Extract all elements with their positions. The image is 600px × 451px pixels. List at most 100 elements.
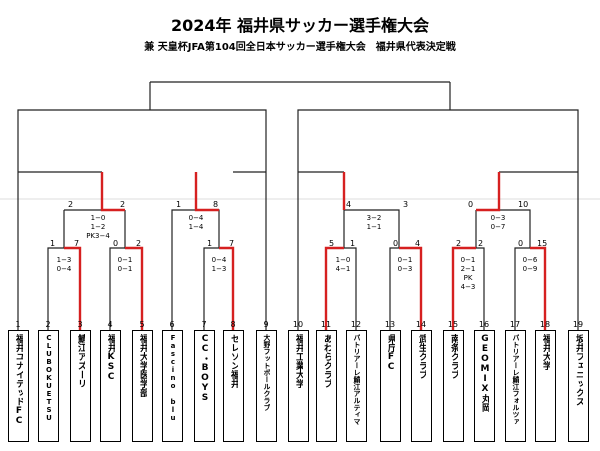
winner-team-8 [219, 246, 235, 330]
q4-detail-2: 0−7 [491, 223, 506, 231]
team-number-7: 7 [201, 320, 206, 329]
team-name-3: 鯖江アズーリ [76, 334, 85, 388]
team-number-11: 11 [321, 320, 331, 329]
team-name-12: パトリアーレ鯖江アルティマ [353, 334, 360, 425]
q2-detail-1: 0−4 [189, 214, 204, 222]
m2-3-detail-1: 1−3 [57, 256, 72, 264]
team-numbers: 1 2 3 4 5 6 7 8 9 10 11 12 13 14 15 16 1… [15, 320, 583, 329]
team-number-6: 6 [169, 320, 174, 329]
m13-14-right-score: 4 [415, 239, 420, 248]
m17-18-left-score: 0 [518, 239, 523, 248]
m7-8-detail-2: 1−3 [212, 265, 227, 273]
m13-14-left-score: 0 [393, 239, 398, 248]
team-number-8: 8 [230, 320, 235, 329]
q1-detail-3: PK3−4 [86, 232, 110, 240]
team-box-1: 福井ユナイテッドFC [8, 330, 29, 442]
page-title: 2024年 福井県サッカー選手権大会 [170, 16, 430, 35]
team-name-16: GEOMIX丸岡 [480, 334, 489, 412]
team-name-19: 坂井フェニックス [574, 334, 583, 406]
team-number-18: 18 [540, 320, 550, 329]
team-number-15: 15 [448, 320, 458, 329]
team-box-17: パトリアーレ鯖江フォルツァ [505, 330, 526, 442]
team-number-1: 1 [15, 320, 20, 329]
team-box-2: CLUBOKUETSU [38, 330, 59, 442]
winner-team-5 [125, 246, 144, 330]
team-number-5: 5 [139, 320, 144, 329]
q2-right-score: 8 [213, 200, 218, 209]
score-labels: 2 2 1−0 1−2 PK3−4 1 8 0−4 1−4 4 3 3−2 1−… [50, 200, 547, 291]
team-number-10: 10 [293, 320, 303, 329]
m7-8-left-score: 1 [207, 239, 212, 248]
q4-left-score: 0 [468, 200, 473, 209]
team-number-17: 17 [510, 320, 520, 329]
team-box-18: 福井大学 [535, 330, 556, 442]
q1-left-score: 2 [68, 200, 73, 209]
winner-team-3 [64, 246, 82, 330]
q2-left-score: 1 [176, 200, 181, 209]
team-name-18: 福井大学 [541, 334, 550, 370]
team-name-9: 大野フットボールクラブ [263, 334, 270, 411]
q1-right-score: 2 [120, 200, 125, 209]
m2-3-left-score: 1 [50, 239, 55, 248]
m11-12-right-score: 1 [350, 239, 355, 248]
team-name-10: 福井工業大学 [294, 334, 303, 388]
page-subtitle: 兼 天皇杯JFA第104回全日本サッカー選手権大会 福井県代表決定戦 [144, 42, 456, 53]
team-name-4: 福井KSC [106, 334, 115, 382]
q3-detail-1: 3−2 [367, 214, 382, 222]
m4-5-detail-1: 0−1 [118, 256, 133, 264]
m4-5-right-score: 2 [136, 239, 141, 248]
q4-left-branch [475, 210, 485, 330]
m15-16-detail-4: 4−3 [461, 283, 476, 291]
team-box-16: GEOMIX丸岡 [474, 330, 495, 442]
m17-18-detail-2: 0−9 [523, 265, 538, 273]
m15-16-left-score: 2 [456, 239, 461, 248]
m2-3-detail-2: 0−4 [57, 265, 72, 273]
team-number-14: 14 [416, 320, 426, 329]
team-number-4: 4 [107, 320, 112, 329]
team-name-14: 武生クラブ [417, 334, 426, 379]
winner-q4 [476, 172, 501, 212]
team-number-3: 3 [77, 320, 82, 329]
team-number-19: 19 [573, 320, 583, 329]
q1-detail-2: 1−2 [91, 223, 106, 231]
team-name-11: あわらクラブ [322, 334, 331, 388]
q3-right-score: 3 [403, 200, 408, 209]
q2-detail-2: 1−4 [189, 223, 204, 231]
team-name-5: 福井大学医学部 [138, 334, 147, 397]
q3-left-score: 4 [346, 200, 351, 209]
team-number-13: 13 [385, 320, 395, 329]
m13-14-detail-2: 0−3 [398, 265, 413, 273]
top-connector [149, 81, 451, 110]
team-name-8: セレソン福井 [229, 334, 238, 388]
winner-q2 [194, 172, 219, 212]
m15-16-detail-2: 2−1 [461, 265, 476, 273]
team-name-15: 南条クラブ [449, 334, 458, 379]
m2-3-right-score: 7 [74, 239, 79, 248]
winner-team-11 [324, 246, 344, 330]
winner-team-15 [451, 246, 476, 330]
m15-16-detail-1: 0−1 [461, 256, 476, 264]
team-name-1: 福井ユナイテッドFC [14, 334, 23, 426]
m7-8-detail-1: 0−4 [212, 256, 227, 264]
q4-right-score: 10 [518, 200, 528, 209]
q3-left-branch [343, 210, 357, 330]
team-box-19: 坂井フェニックス [568, 330, 589, 442]
winner-lines [64, 172, 547, 330]
m17-18-right-score: 15 [537, 239, 547, 248]
m4-5-detail-2: 0−1 [118, 265, 133, 273]
team-box-4: 福井KSC [100, 330, 121, 442]
team-box-6: Fascino blu [162, 330, 183, 442]
line-team-6 [171, 172, 197, 330]
left-half-connector [17, 109, 267, 172]
m15-16-detail-3: PK [464, 274, 473, 282]
team-number-16: 16 [479, 320, 489, 329]
team-name-17: パトリアーレ鯖江フォルツァ [512, 334, 519, 425]
m11-12-detail-1: 1−0 [336, 256, 351, 264]
m11-12-left-score: 5 [329, 239, 334, 248]
m17-18-detail-1: 0−6 [523, 256, 538, 264]
m4-5-left-score: 0 [113, 239, 118, 248]
q4-detail-1: 0−3 [491, 214, 506, 222]
team-box-3: 鯖江アズーリ [70, 330, 91, 442]
m13-14-detail-1: 0−1 [398, 256, 413, 264]
